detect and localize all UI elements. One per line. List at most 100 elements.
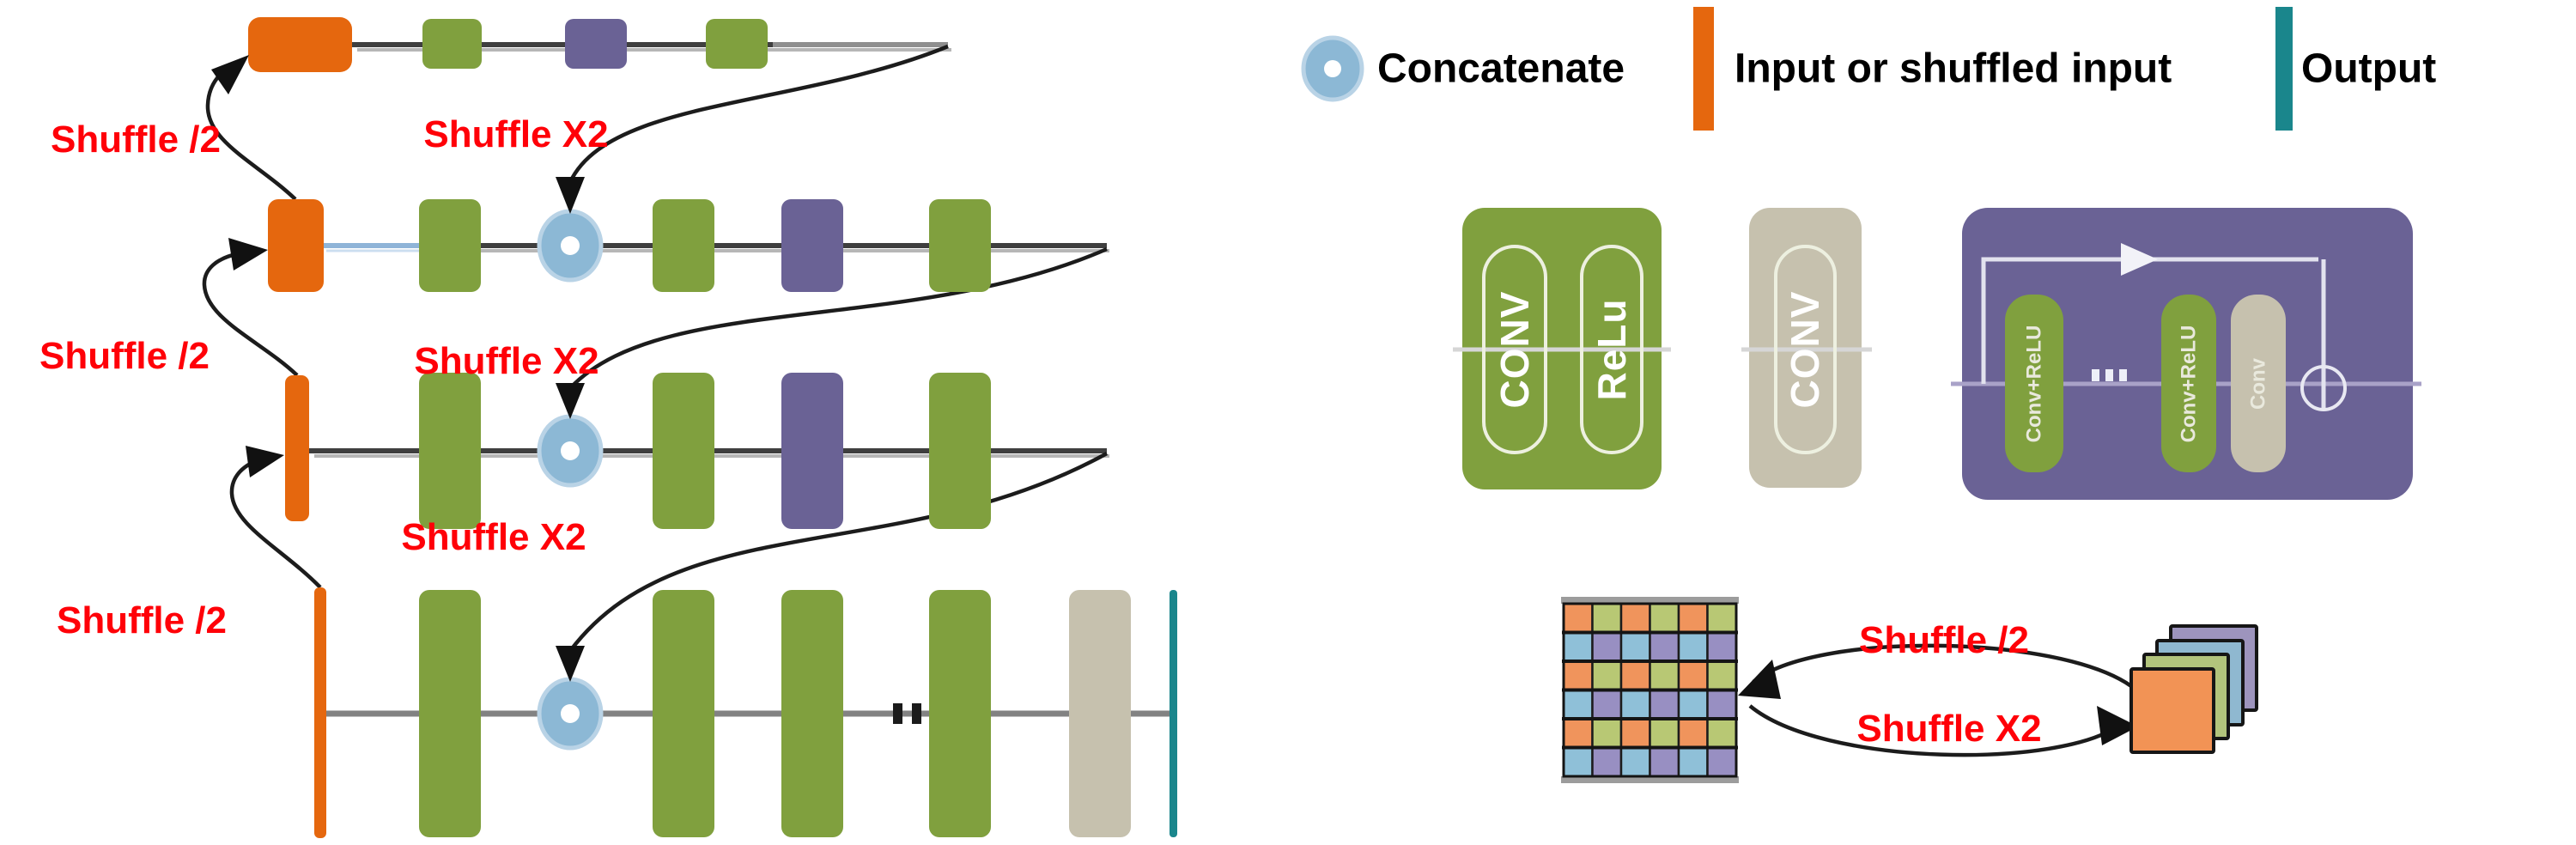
grid-cell [1677, 717, 1709, 749]
grid-cell [1591, 689, 1623, 720]
shuffle-exchange-arrows: Shuffle /2 Shuffle X2 [1738, 619, 2138, 757]
conv-relu-pill [2161, 295, 2216, 472]
conv-relu-pill-label: Conv+ReLU [2023, 325, 2046, 443]
conv-label: CONV [1783, 291, 1827, 409]
grid-cell [1677, 660, 1709, 691]
grid-cell [1562, 717, 1594, 749]
add-circle-icon [2300, 365, 2347, 411]
grid-cell [1706, 717, 1738, 749]
arrowhead-to-input-3 [246, 446, 284, 477]
grid-row [1562, 660, 1738, 691]
conv-relu-block [929, 590, 991, 837]
conv-relu-block [422, 19, 482, 69]
shuffled-input-block [268, 199, 324, 292]
grid-cell [1619, 602, 1651, 634]
row-1 [248, 17, 768, 72]
conv-relu-pill [2005, 295, 2063, 472]
grid-cell [1706, 746, 1738, 778]
conv-relu-block-detail: CONV ReLu [1453, 208, 1671, 489]
shuffle-div2-arc [1752, 643, 2133, 688]
shuffle-x2-curve-3 [568, 452, 1109, 653]
grid-row [1562, 746, 1738, 778]
channel-grid [1561, 597, 1739, 783]
shuffle-x2-arc-arrowhead [2097, 706, 2138, 745]
grid-cell [1591, 746, 1623, 778]
conv-pill [1774, 245, 1837, 454]
grid-cell [1706, 660, 1738, 691]
arrowhead-to-concat-3 [556, 646, 585, 682]
shuffle-div2-curve-3 [229, 458, 322, 589]
shuffle-div2-curve-1 [205, 63, 297, 201]
grid-cell [1619, 631, 1651, 663]
grid-cell [1677, 602, 1709, 634]
dot [2105, 369, 2113, 381]
arrowhead-to-input-2 [228, 238, 268, 271]
conv-relu-block [653, 199, 714, 292]
arrowhead-to-concat-1 [556, 177, 585, 214]
grid-cell [1619, 717, 1651, 749]
grid-row-separators [1562, 630, 1738, 750]
conv-block [1069, 590, 1131, 837]
residual-ellipsis-dots [2092, 369, 2127, 381]
conv-relu-block [419, 373, 481, 529]
grid-cap-top [1561, 597, 1739, 604]
shuffle-x2-label-1: Shuffle X2 [423, 113, 608, 155]
residual-block-detail: Conv+ReLU Conv+ReLU Conv [1951, 208, 2421, 500]
grid-cell [1562, 602, 1594, 634]
grid-row [1562, 717, 1738, 749]
row-4 [314, 587, 1177, 838]
input-bar-icon [1693, 7, 1714, 131]
grid-cell [1619, 689, 1651, 720]
feature-map-layer [2129, 667, 2215, 754]
shuffle-x2-curve-2 [568, 246, 1108, 390]
grid-cell [1649, 660, 1680, 691]
feature-map-stack [2129, 624, 2258, 754]
output-bar [1170, 590, 1177, 837]
concatenate-icon-dot [1324, 60, 1341, 77]
grid-cell [1706, 689, 1738, 720]
grid-row [1562, 689, 1738, 720]
residual-block [781, 199, 843, 292]
conv-block-detail: CONV [1741, 208, 1872, 488]
shuffle-div2-curve-2 [202, 251, 299, 377]
network-diagram: Shuffle /2 Shuffle /2 Shuffle /2 Shuffle… [39, 17, 1177, 838]
arrowhead-to-concat-2 [556, 383, 585, 419]
grid-border [1562, 602, 1738, 778]
conv-relu-block [653, 373, 714, 529]
legend-concatenate-label: Concatenate [1377, 46, 1625, 92]
shuffle-x2-curves [568, 44, 1109, 653]
dot [2119, 369, 2127, 381]
shuffle-x2-label-2: Shuffle X2 [414, 340, 598, 382]
grid-cell [1649, 631, 1680, 663]
conv-relu-block [929, 373, 991, 529]
residual-block [565, 19, 627, 69]
conv-label: CONV [1492, 291, 1537, 409]
shuffle-x2-arc [1748, 704, 2123, 757]
conv-pill-label: Conv [2247, 357, 2270, 410]
grid-cell [1562, 660, 1594, 691]
arrowheads [211, 55, 585, 682]
grid-cell [1562, 746, 1594, 778]
shuffle-div2-label-1: Shuffle /2 [51, 119, 221, 161]
dot [912, 703, 921, 724]
arrowhead-to-input-1 [211, 55, 249, 94]
grid-cell [1562, 631, 1594, 663]
grid-cell [1562, 689, 1594, 720]
grid-cell [1619, 746, 1651, 778]
conv-pill [1482, 245, 1547, 454]
shuffle-div2-label-3: Shuffle /2 [57, 599, 227, 641]
shuffle-div2-demo-label: Shuffle /2 [1859, 619, 2029, 661]
grid-cell [1649, 689, 1680, 720]
grid-cell [1591, 631, 1623, 663]
input-block [248, 17, 352, 72]
grid-row [1562, 631, 1738, 663]
output-bar-icon [2275, 7, 2293, 131]
grid-cell [1706, 631, 1738, 663]
shuffled-input-bar [285, 375, 309, 521]
grid-cell [1677, 746, 1709, 778]
shuffle-x2-curve-1 [568, 44, 949, 183]
conv-relu-pill-label: Conv+ReLU [2178, 325, 2201, 443]
grid-cell [1677, 631, 1709, 663]
grid-cell [1649, 602, 1680, 634]
